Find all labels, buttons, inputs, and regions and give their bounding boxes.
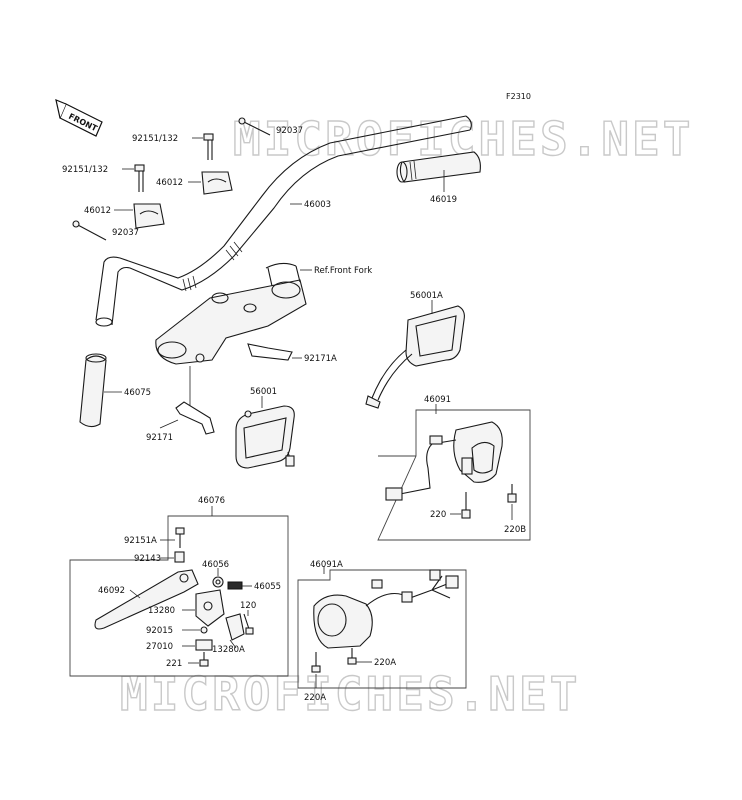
label-220B: 220B (504, 525, 526, 535)
label-46003: 46003 (304, 200, 331, 210)
switch-46055 (227, 581, 243, 590)
switch-27010 (195, 639, 213, 651)
clamp-13280A (225, 613, 245, 641)
label-46091A: 46091A (310, 560, 343, 570)
watermark-bottom: MICROFICHES.NET (120, 667, 580, 721)
label-27010: 27010 (146, 642, 173, 652)
mirror-56001A (365, 305, 465, 409)
label-92037-left: 92037 (112, 228, 139, 238)
bolt-120 (243, 613, 254, 635)
label-ref-front-fork: Ref.Front Fork (314, 266, 372, 276)
bracket-92171 (175, 366, 215, 435)
label-46012-left: 46012 (84, 206, 111, 216)
label-92151-132-left: 92151/132 (62, 165, 108, 175)
label-46092: 46092 (98, 586, 125, 596)
label-56001: 56001 (250, 387, 277, 397)
label-46019: 46019 (430, 195, 457, 205)
label-92171: 92171 (146, 433, 173, 443)
screw-220A-left (311, 652, 321, 673)
mirror-56001 (235, 405, 295, 469)
switch-housing-46091A (313, 569, 459, 649)
label-13280: 13280 (148, 606, 175, 616)
label-220A-right: 220A (374, 658, 396, 668)
label-92171A: 92171A (304, 354, 337, 364)
bolt-92151A (175, 527, 185, 548)
label-46091: 46091 (424, 395, 451, 405)
bolt-92151-132-left (134, 164, 145, 192)
label-92151-132-top: 92151/132 (132, 134, 178, 144)
figure-code: F2310 (506, 92, 531, 101)
box-46091 (377, 409, 531, 541)
label-13280A: 13280A (212, 645, 245, 655)
label-92143: 92143 (134, 554, 161, 564)
switch-housing-46091 (385, 421, 503, 501)
label-220A-bottom: 220A (304, 693, 326, 703)
screw-220A-right (347, 648, 357, 665)
collar-92143 (174, 551, 185, 563)
bracket-92171A (247, 343, 293, 361)
lever-holder (195, 589, 225, 627)
bolt-92037-top (238, 117, 271, 136)
label-120: 120 (240, 601, 256, 611)
label-92151A: 92151A (124, 536, 157, 546)
upper-triple-clamp (155, 262, 307, 365)
bolt-92037-left (72, 220, 107, 241)
box-46091A (297, 569, 467, 689)
clamp-46012-left (133, 203, 165, 229)
handlebar-46003 (95, 115, 472, 327)
label-56001A: 56001A (410, 291, 443, 301)
label-92037-top: 92037 (276, 126, 303, 136)
label-92015: 92015 (146, 626, 173, 636)
label-46075: 46075 (124, 388, 151, 398)
screw-221 (199, 652, 209, 667)
bolt-92015 (200, 626, 208, 634)
grip-46075 (79, 353, 107, 428)
bolt-92151-132-top (203, 133, 214, 160)
label-221: 221 (166, 659, 182, 669)
lever-46092 (94, 569, 199, 630)
clamp-46012-right (201, 171, 233, 195)
front-arrow-icon: FRONT (55, 99, 103, 137)
label-220: 220 (430, 510, 446, 520)
label-46076: 46076 (198, 496, 225, 506)
label-46056: 46056 (202, 560, 229, 570)
screw-46056 (212, 576, 224, 588)
screw-220B (507, 484, 517, 503)
box-46076 (69, 515, 289, 677)
label-46055: 46055 (254, 582, 281, 592)
grip-46019 (396, 151, 481, 183)
label-46012-right: 46012 (156, 178, 183, 188)
screw-220 (461, 492, 471, 519)
